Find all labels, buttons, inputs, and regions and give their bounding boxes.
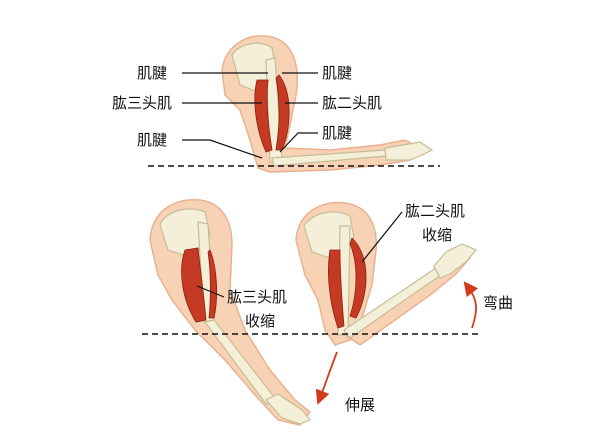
label-biceps-top: 肱二头肌	[322, 94, 382, 112]
top-arm-figure	[221, 35, 434, 173]
extended-biceps-muscle	[207, 249, 218, 319]
label-extension: 伸展	[345, 396, 375, 414]
flexion-arrow	[463, 281, 479, 329]
top-hand	[384, 141, 434, 161]
extended-arm-figure	[149, 199, 312, 426]
flexed-arm-figure	[295, 201, 477, 346]
flexed-triceps-muscle	[328, 249, 345, 329]
label-tendon-mid-right: 肌腱	[322, 124, 352, 142]
extension-arrow	[315, 351, 338, 405]
extended-hand	[265, 393, 311, 425]
leader-triceps-contract	[196, 285, 225, 298]
label-biceps-contract-line2: 收缩	[422, 226, 452, 244]
label-tendon-mid-left: 肌腱	[137, 131, 167, 149]
label-tendon-top-right: 肌腱	[322, 64, 352, 82]
flexed-hand	[433, 243, 477, 279]
leader-biceps-contract	[361, 211, 403, 263]
label-tendon-top-left: 肌腱	[137, 64, 167, 82]
extended-triceps-muscle	[181, 247, 207, 323]
label-biceps-contract-line1: 肱二头肌	[405, 202, 465, 220]
leader-tendon-mid-right	[279, 132, 318, 153]
label-triceps-contract-line2: 收缩	[245, 312, 275, 330]
label-triceps-contract-line1: 肱三头肌	[227, 288, 287, 306]
top-biceps-muscle	[275, 74, 290, 151]
label-flexion: 弯曲	[483, 294, 513, 312]
label-triceps-top: 肱三头肌	[112, 94, 172, 112]
leader-tendon-mid-left	[182, 139, 263, 159]
